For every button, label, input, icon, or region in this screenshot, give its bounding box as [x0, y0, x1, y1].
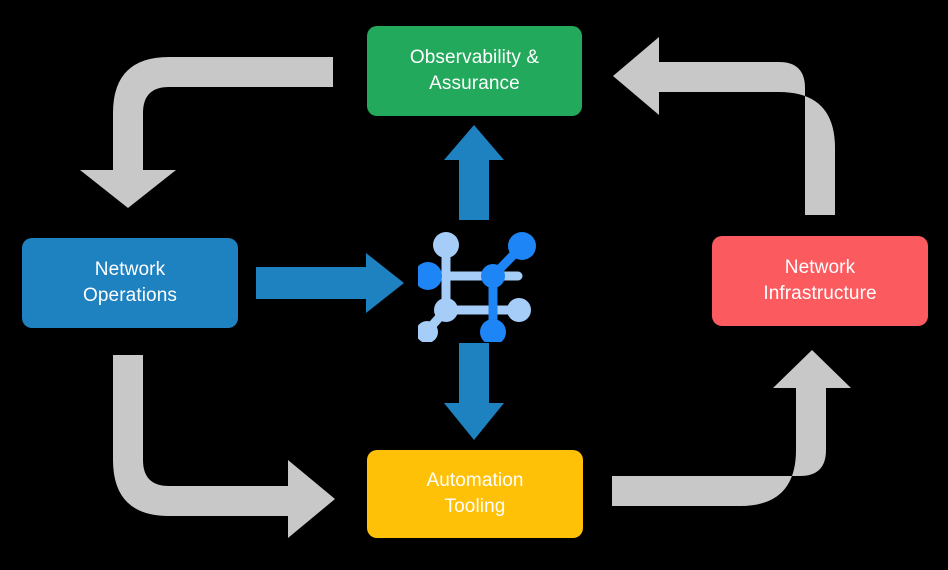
arrow-infrastructure-to-observability — [613, 37, 835, 215]
node-observability-label: Observability & Assurance — [409, 47, 540, 94]
network-topology-icon — [418, 232, 536, 342]
node-network-operations[interactable]: Network Operations — [22, 238, 238, 328]
node-network-operations-label: Network Operations — [83, 259, 177, 306]
arrow-observability-to-operations — [80, 57, 333, 208]
node-network-infrastructure[interactable]: Network Infrastructure — [712, 236, 928, 326]
arrow-center-to-tooling — [444, 343, 504, 440]
node-automation-tooling-label: Automation Tooling — [426, 470, 524, 517]
arrow-tooling-to-infrastructure — [612, 350, 851, 506]
arrow-operations-to-center — [256, 253, 404, 313]
node-network-infrastructure-label: Network Infrastructure — [763, 257, 877, 304]
arrow-operations-to-tooling — [113, 355, 335, 538]
node-automation-tooling[interactable]: Automation Tooling — [367, 450, 583, 538]
arrow-center-to-observability — [444, 125, 504, 220]
node-observability-assurance[interactable]: Observability & Assurance — [367, 26, 582, 116]
